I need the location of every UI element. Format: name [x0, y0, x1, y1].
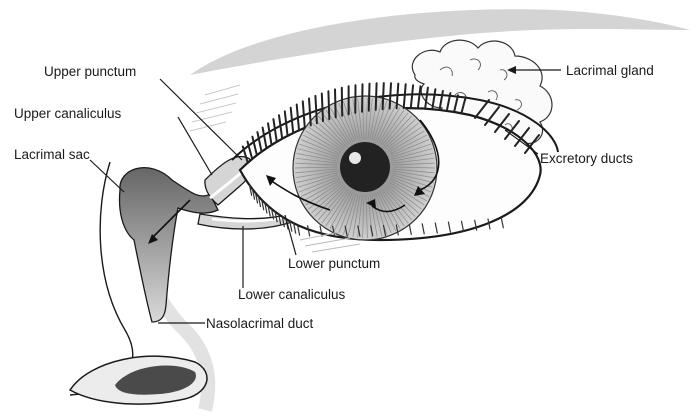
label-nasolacrimal-duct: Nasolacrimal duct	[206, 316, 314, 331]
iris	[293, 96, 437, 240]
label-upper-punctum: Upper punctum	[44, 64, 136, 79]
pupil	[340, 142, 390, 192]
label-lower-punctum: Lower punctum	[288, 256, 380, 271]
label-lacrimal-gland: Lacrimal gland	[566, 63, 654, 78]
label-lower-canaliculus: Lower canaliculus	[238, 287, 346, 302]
lacrimal-sac-shape	[120, 168, 218, 322]
nostril	[70, 356, 207, 404]
label-excretory-ducts: Excretory ducts	[540, 151, 633, 166]
label-lacrimal-sac: Lacrimal sac	[14, 147, 90, 162]
label-upper-canaliculus: Upper canaliculus	[14, 106, 122, 121]
brow-hatching	[190, 85, 240, 131]
